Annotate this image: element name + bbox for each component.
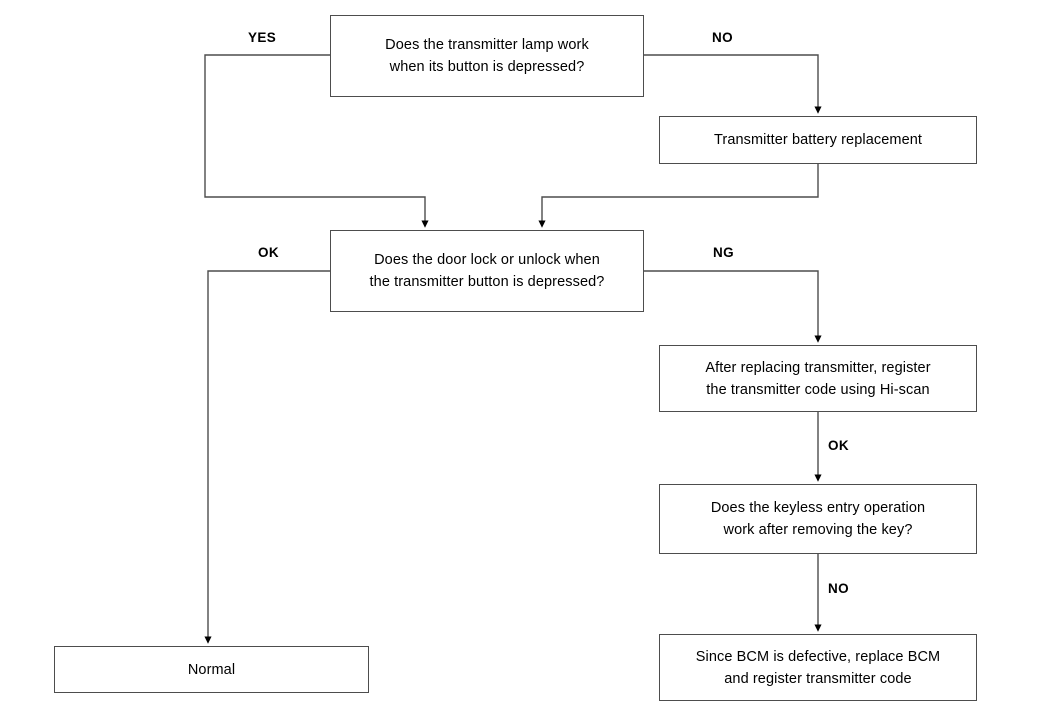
edge-label-no-lamp: NO xyxy=(712,30,734,45)
node-question-transmitter-lamp: Does the transmitter lamp work when its … xyxy=(330,15,644,97)
node-label: Does the transmitter lamp work when its … xyxy=(385,37,589,75)
node-label: Since BCM is defective, replace BCM and … xyxy=(695,648,941,687)
node-question-door-lock-unlock: Does the door lock or unlock when the tr… xyxy=(330,230,644,312)
edge-label-yes-lamp: YES xyxy=(248,30,277,45)
edge-label-ok-doorlock: OK xyxy=(258,245,280,260)
edge-label-no-keyless: NO xyxy=(828,581,850,596)
node-action-replace-bcm: Since BCM is defective, replace BCM and … xyxy=(659,634,977,701)
edge-door-ok xyxy=(204,270,330,644)
node-question-keyless-entry: Does the keyless entry operation work af… xyxy=(659,484,977,554)
edge-door-ng xyxy=(644,270,822,343)
node-label: Does the door lock or unlock when the tr… xyxy=(369,252,605,290)
edge-lamp-no xyxy=(644,54,822,114)
node-label: After replacing transmitter, register th… xyxy=(705,359,931,398)
node-action-replace-transmitter: After replacing transmitter, register th… xyxy=(659,345,977,412)
node-label: Normal xyxy=(187,661,236,678)
edge-battery-join xyxy=(538,164,819,228)
node-label: Does the keyless entry operation work af… xyxy=(710,500,926,538)
edge-label-ok-register: OK xyxy=(828,438,850,453)
edge-lamp-yes xyxy=(204,54,429,228)
node-action-battery-replacement: Transmitter battery replacement xyxy=(659,116,977,164)
edge-label-ng-doorlock: NG xyxy=(713,245,735,260)
node-terminal-normal: Normal xyxy=(54,646,369,693)
node-label: Transmitter battery replacement xyxy=(713,132,923,148)
